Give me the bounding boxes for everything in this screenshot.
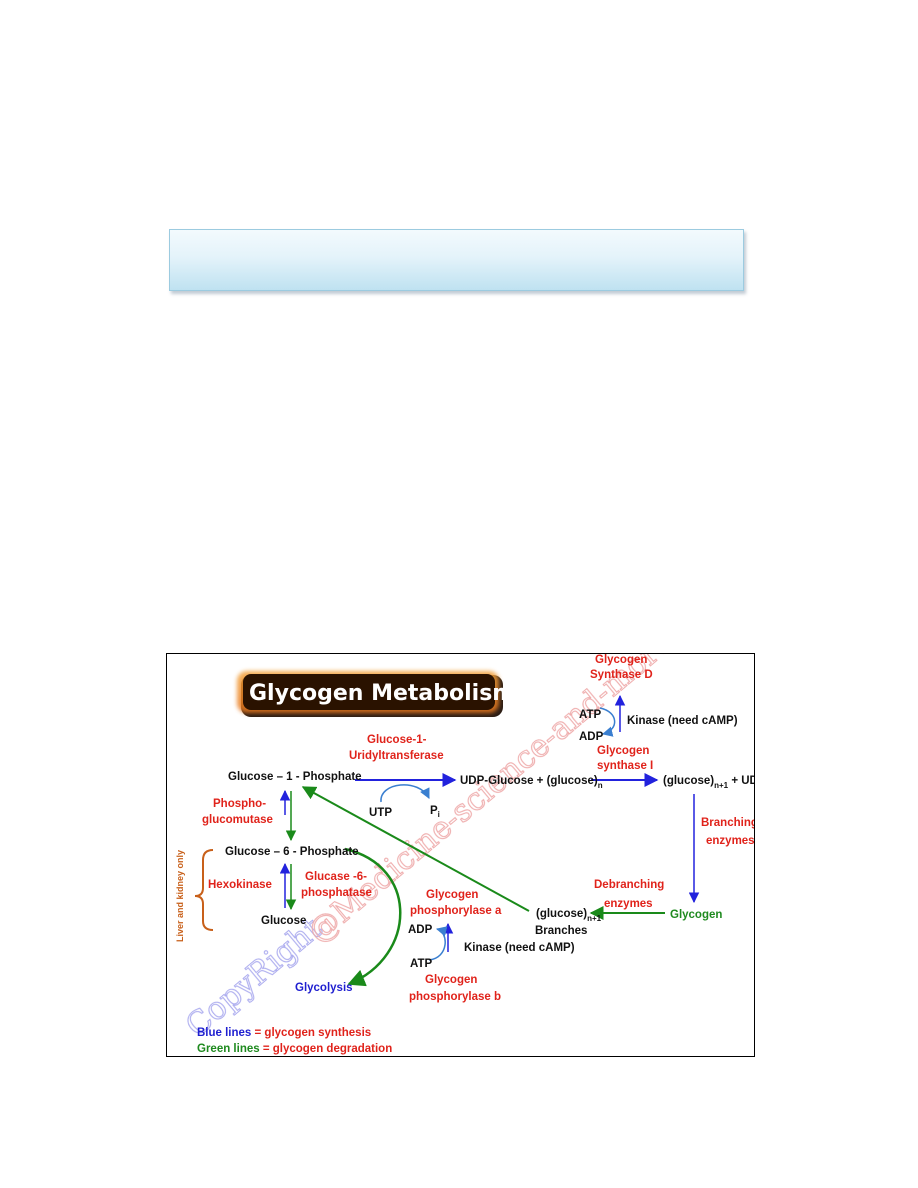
enzyme-g6pase-line1: Glucase -6- (305, 871, 367, 883)
enzyme-synthase-i-line2: synthase I (597, 760, 653, 772)
arrow-utp-to-pi (380, 784, 430, 803)
enzyme-uridyltransferase-line2: Uridyltransferase (349, 750, 444, 762)
node-udp-glucose: UDP-Glucose + (glucose)n (460, 775, 603, 790)
node-adp-top: ADP (579, 731, 604, 743)
diagram-title: Glycogen Metabolism (237, 671, 515, 717)
enzyme-kinase-bottom: Kinase (need cAMP) (464, 942, 575, 954)
enzyme-hexokinase: Hexokinase (208, 879, 272, 891)
enzyme-phosphorylase-a-line2: phosphorylase a (410, 905, 502, 917)
side-label-liver-kidney: Liver and kidney only (175, 850, 185, 942)
enzyme-g6pase-line2: phosphatase (301, 887, 372, 899)
diagram-title-text: Glycogen Metabolism (249, 681, 515, 706)
enzyme-synthase-d-line1: Glycogen (595, 654, 647, 666)
node-branches: Branches (535, 925, 587, 937)
node-glucose-n1-udp: (glucose)n+1 + UDP (663, 775, 754, 790)
legend: Blue lines = glycogen synthesis Green li… (197, 1027, 392, 1055)
node-pi: Pi (430, 805, 440, 819)
glycogen-metabolism-diagram: Glycogen Metabolism CopyRight @Medicine-… (175, 654, 754, 1055)
enzyme-debranching-line2: enzymes (604, 898, 653, 910)
enzyme-synthase-d-line2: Synthase D (590, 669, 653, 681)
enzyme-phosphorylase-b-line2: phosphorylase b (409, 991, 501, 1003)
legend-blue-lines: Blue lines = glycogen synthesis (197, 1027, 371, 1039)
enzyme-kinase-top: Kinase (need cAMP) (627, 715, 738, 727)
node-atp-top: ATP (579, 709, 601, 721)
arrow-branches-to-g1p (301, 786, 530, 912)
enzyme-phosphoglucomutase-line1: Phospho- (213, 798, 266, 810)
node-glucose-6-phosphate: Glucose – 6 - Phosphate (225, 846, 359, 858)
enzyme-synthase-i-line1: Glycogen (597, 745, 649, 757)
enzyme-phosphorylase-b-line1: Glycogen (425, 974, 477, 986)
legend-green-lines: Green lines = glycogen degradation (197, 1043, 392, 1055)
node-utp: UTP (369, 807, 392, 819)
arrow-atp-to-adp-top (599, 707, 616, 737)
node-glycogen: Glycogen (670, 909, 722, 921)
enzyme-phosphoglucomutase-line2: glucomutase (202, 814, 273, 826)
enzyme-branching-line1: Branching (701, 817, 754, 829)
arrow-atp-to-adp-bottom (428, 926, 448, 961)
enzyme-uridyltransferase-line1: Glucose-1- (367, 734, 427, 746)
glycogen-metabolism-figure: Glycogen Metabolism CopyRight @Medicine-… (166, 653, 755, 1057)
node-glucose-1-phosphate: Glucose – 1 - Phosphate (228, 771, 362, 783)
node-adp-bottom: ADP (408, 924, 433, 936)
node-glycolysis: Glycolysis (295, 982, 353, 994)
enzyme-debranching-line1: Debranching (594, 879, 664, 891)
enzyme-phosphorylase-a-line1: Glycogen (426, 889, 478, 901)
node-glucose-n1-branches: (glucose)n+1 (536, 908, 602, 923)
node-atp-bottom: ATP (410, 958, 432, 970)
liver-kidney-bracket (194, 849, 214, 931)
section-header-box (169, 229, 744, 291)
arrow-g6p-to-glycolysis (344, 847, 402, 987)
enzyme-branching-line2: enzymes (706, 835, 754, 847)
node-glucose: Glucose (261, 915, 306, 927)
